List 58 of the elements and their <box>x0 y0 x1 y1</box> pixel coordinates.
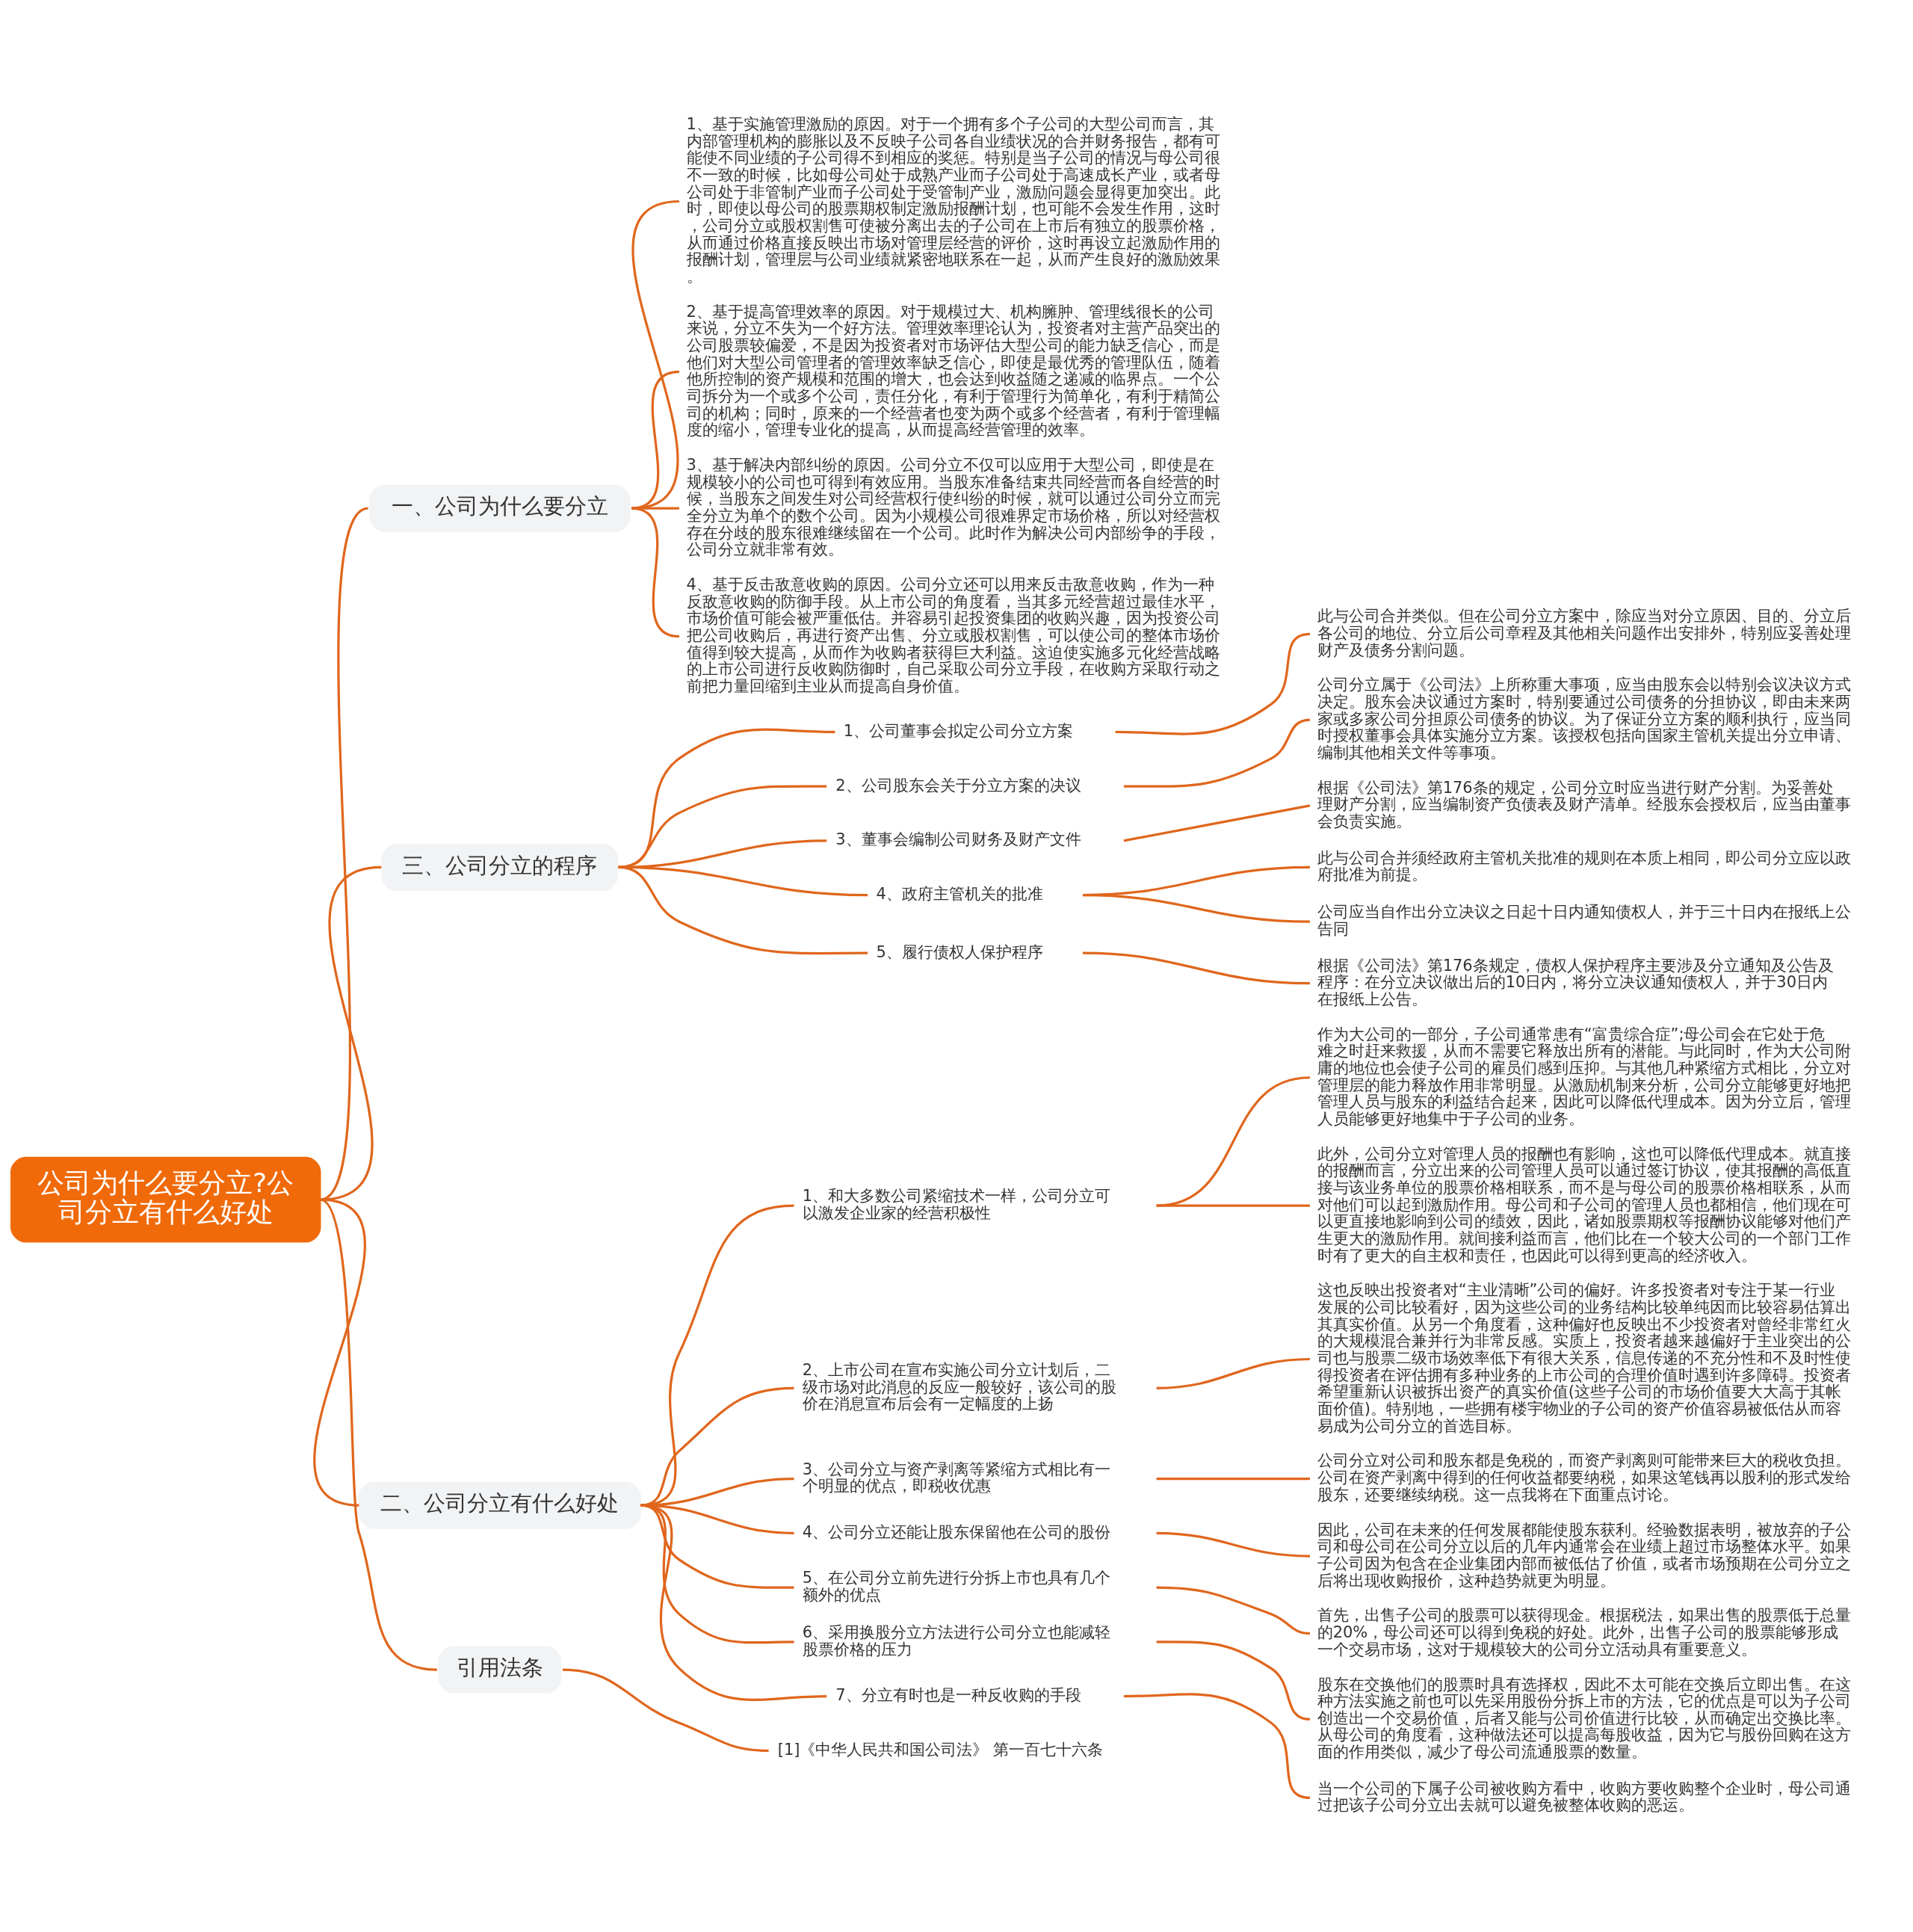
node-text: 作为大公司的一部分，子公司通常患有“富贵综合症”;母公司会在它处于危难之时赶来救援，从而不需要它释放出所有的潜能。与此同时，作为大公司附庸的地位也会使子公司的雇员们感到压抑。与其他几种紧缩方式相比，分立对管理层的能力释放作用非常明显。从激励机制来分析，公司分立能够更好地把管理人员与股东的利益结合起来，因此可以降低代理成本。因为分立后，管理人员能够更好地集中于子公司的业务。 <box>1317 1024 1851 1128</box>
node-box: 公司为什么要分立?公司分立有什么好处 <box>10 1156 321 1242</box>
node-text: 7、分立有时也是一种反收购的手段 <box>835 1685 1081 1704</box>
node-text: 2、上市公司在宣布实施公司分立计划后，二级市场对此消息的反应一般较好，该公司的股价在消息宣布后会有一定幅度的上扬 <box>802 1360 1116 1413</box>
connector <box>631 200 680 510</box>
connector <box>1156 1204 1310 1207</box>
node-box: 二、公司分立有什么好处 <box>358 1481 641 1529</box>
node-text: 公司分立对公司和股东都是免税的，而资产剥离则可能带来巨大的税收负担。公司在资产剥离中得到的任何收益都要纳税，如果这笔钱再以股利的形式发给股东，还要继续纳税。这一点我将在下面重点讨论。 <box>1317 1450 1851 1504</box>
node-box: 一、公司为什么要分立 <box>369 484 631 532</box>
connector <box>1156 1357 1310 1389</box>
connector <box>631 507 680 638</box>
connector <box>1082 951 1310 984</box>
node-text: 公司分立属于《公司法》上所称重大事项，应当由股东会以特别会议决议方式决定。股东会决议通过方案时，特别要通过公司债务的分担协议，即由未来两家或多家公司分担原公司债务的协议。为了保证分立方案的顺利执行，应当同时授权董事会具体实施分立方案。该授权包括向国家主管机关提出分立申请、编制其他相关文件等事项。 <box>1317 674 1851 762</box>
connector <box>320 865 382 1201</box>
node-box: 三、公司分立的程序 <box>381 843 619 891</box>
node-text: 6、采用换股分立方法进行公司分立也能减轻股票价格的压力 <box>802 1622 1111 1658</box>
connector <box>631 370 680 510</box>
connector <box>313 1198 366 1507</box>
node-text: 1、公司董事会拟定公司分立方案 <box>843 720 1074 740</box>
node-text: 3、公司分立与资产剥离等紧缩方式相比有一个明显的优点，即税收优惠 <box>802 1459 1111 1495</box>
node-text: 5、履行债权人保护程序 <box>876 942 1043 961</box>
connector <box>1082 893 1310 923</box>
connector <box>1156 1075 1311 1207</box>
node-text: 根据《公司法》第176条规定，债权人保护程序主要涉及分立通知及公告及程序：在分立决议做出后的10日内，将分立决议通知债权人，并于30日内在报纸上公告。 <box>1317 955 1834 1008</box>
node-text: 股东在交换他们的股票时具有选择权，因此不太可能在交换后立即出售。在这种方法实施之前也可以先采用股份分拆上市的方法，它的优点是可以为子公司创造出一个交易价值，后者又能与公司价值进行比较，从而确定出交换比率。从母公司的角度看，这种做法还可以提高每股收益，因为它与股份回购在这方面的作用类似，减少了母公司流通股票的数量。 <box>1317 1674 1851 1761</box>
node-text: 3、董事会编制公司财务及财产文件 <box>835 829 1081 848</box>
connector <box>1123 718 1311 788</box>
node-text: 因此，公司在未来的任何发展都能使股东获利。经验数据表明，被放弃的子公司和母公司在公司分立以后的几年内通常会在业绩上超过市场整体水平。如果子公司因为包含在企业集团内部而被低估了价值，或者市场预期在公司分立之后将出现收购报价，这种趋势就更为明显。 <box>1317 1519 1851 1589</box>
node-text: 1、和大多数公司紧缩技术一样，公司分立可以激发企业家的经营积极性 <box>802 1185 1111 1222</box>
node-text: 这也反映出投资者对“主业清晰”公司的偏好。许多投资者对专注于某一行业发展的公司比较看好，因为这些公司的业务结构比较单纯因而比较容易估算出其真实价值。从另一个角度看，这种偏好也反映出不少投资者对曾经非常红火的大规模混合兼并行为非常反感。实质上，投资者越来越偏好于主业突出的公司也与股票二级市场效率低下有很大关系，信息传递的不充分性和不及时性使得投资者在评估拥有多种业务的上市公司的合理价值时遇到许多障碍。投资者希望重新认识被拆出资产的真实价值(这些子公司的市场价值要大大高于其帐面价值)。特别地，一些拥有楼宇物业的子公司的资产价值容易被低估从而容易成为公司分立的首选目标。 <box>1317 1280 1851 1435</box>
connector <box>640 1504 827 1701</box>
connector <box>1123 803 1311 842</box>
connector <box>1156 1640 1311 1720</box>
node-text: 2、基于提高管理效率的原因。对于规模过大、机构臃肿、管理线很长的公司来说，分立不失为一个好方法。管理效率理论认为，投资者对主营产品突出的公司股票较偏爱，不是因为投资者对市场评估大型公司的能力缺乏信心，而是他们对大型公司管理者的管理效率缺乏信心，即使是最优秀的管理队伍，随着他所控制的资产规模和范围的增大，也会达到收益随之递减的临界点。一个公司拆分为一个或多个公司，责任分化，有利于管理行为简单化，有利于精简公司的机构；同时，原来的一个经营者也变为两个或多个经营者，有利于管理幅度的缩小，管理专业化的提高，从而提高经营管理的效率。 <box>686 301 1220 439</box>
node-text: 4、政府主管机关的批准 <box>876 883 1043 903</box>
connector <box>319 1198 437 1671</box>
connector <box>562 1667 769 1752</box>
node-text: 此外，公司分立对管理人员的报酬也有影响，这也可以降低代理成本。就直接的报酬而言，分立出来的公司管理人员可以通过签订协议，使其报酬的高低直接与该业务单位的股票价格相联系，而不是与母公司的股票价格相联系，从而对他们可以起到激励作用。母公司和子公司的管理人员也都相信，他们现在可以更直接地影响到公司的绩效，因此，诸如股票期权等报酬协议能够对他们产生更大的激励作用。就间接利益而言，他们比在一个较大公司的一个部门工作时有了更大的自主权和责任，也因此可以得到更高的经济收入。 <box>1317 1144 1851 1265</box>
connector <box>618 865 868 954</box>
node-text: 3、基于解决内部纠纷的原因。公司分立不仅可以应用于大型公司，即使是在规模较小的公司也可得到有效应用。当股东准备结束共同经营而各自经营的时候，当股东之间发生对公司经营权行使纠纷的时候，就可以通过公司分立而完全分立为单个的数个公司。因为小规模公司很难界定市场价格，所以对经营权存在分歧的股东很难继续留在一个公司。此时作为解决公司内部纷争的手段，公司分立就非常有效。 <box>686 454 1220 558</box>
connector <box>1156 1585 1311 1635</box>
node-text: 当一个公司的下属子公司被收购方看中，收购方要收购整个企业时，母公司通过把该子公司分立出去就可以避免被整体收购的恶运。 <box>1317 1778 1851 1814</box>
connector <box>1156 1477 1310 1480</box>
node-text: 5、在公司分立前先进行分拆上市也具有几个额外的优点 <box>802 1567 1111 1604</box>
node-text: [1]《中华人民共和国公司法》 第一百七十六条 <box>777 1739 1104 1759</box>
connector <box>1123 1692 1311 1799</box>
node-text: 根据《公司法》第176条的规定，公司分立时应当进行财产分割。为妥善处理财产分割，应当编制资产负债表及财产清单。经股东会授权后，应当由董事会负责实施。 <box>1317 777 1851 830</box>
node-text: 2、公司股东会关于分立方案的决议 <box>835 775 1081 794</box>
connector <box>1156 1531 1310 1558</box>
node-text: 此与公司合并类似。但在公司分立方案中，除应当对分立原因、目的、分立后各公司的地位、分立后公司章程及其他相关问题作出安排外，特别应妥善处理财产及债务分割问题。 <box>1317 605 1851 658</box>
node-text: 此与公司合并须经政府主管机关批准的规则在本质上相同，即公司分立应以政府批准为前提。 <box>1317 848 1851 883</box>
node-text: 1、基于实施管理激励的原因。对于一个拥有多个子公司的大型公司而言，其内部管理机构的膨胀以及不反映子公司各自业绩状况的合并财务报告，都有可能使不同业绩的子公司得不到相应的奖惩。特别是当子公司的情况与母公司很不一致的时候，比如母公司处于成熟产业而子公司处于高速成长产业，或者母公司处于非管制产业而子公司处于受管制产业，激励问题会显得更加突出。此时，即使以母公司的股票期权制定激励报酬计划，也可能不会发生作用，这时，公司分立或股权割售可使被分离出去的子公司在上市后有独立的股票价格，从而通过价格直接反映出市场对管理层经营的评价，这时再设立起激励作用的报酬计划，管理层与公司业绩就紧密地联系在一起，从而产生良好的激励效果。 <box>686 114 1220 286</box>
connector <box>1115 632 1311 735</box>
node-text: 公司应当自作出分立决议之日起十日内通知债权人，并于三十日内在报纸上公告同 <box>1317 901 1851 938</box>
node-text: 首先，出售子公司的股票可以获得现金。根据税法，如果出售的股票低于总量的20%，母公司还可以得到免税的好处。此外，出售子公司的股票能够形成一个交易市场，这对于规模较大的公司分立活动具有重要意义。 <box>1317 1605 1851 1658</box>
node-text: 4、基于反击敌意收购的原因。公司分立还可以用来反击敌意收购，作为一种反敌意收购的防御手段。从上市公司的角度看，当其多元经营超过最佳水平，市场价值可能会被严重低估。并容易引起投资集团的收购兴趣，因为投资公司把公司收购后，再进行资产出售、分立或股权割售，可以使公司的整体市场价值得到较大提高，从而作为收购者获得巨大利益。这迫使实施多元化经营战略的上市公司进行反收购防御时，自己采取公司分立手段，在收购方采取行动之前把力量回缩到主业从而提高自身价值。 <box>686 574 1220 695</box>
node-box: 引用法条 <box>438 1646 562 1694</box>
node-text: 4、公司分立还能让股东保留他在公司的股份 <box>802 1522 1111 1541</box>
